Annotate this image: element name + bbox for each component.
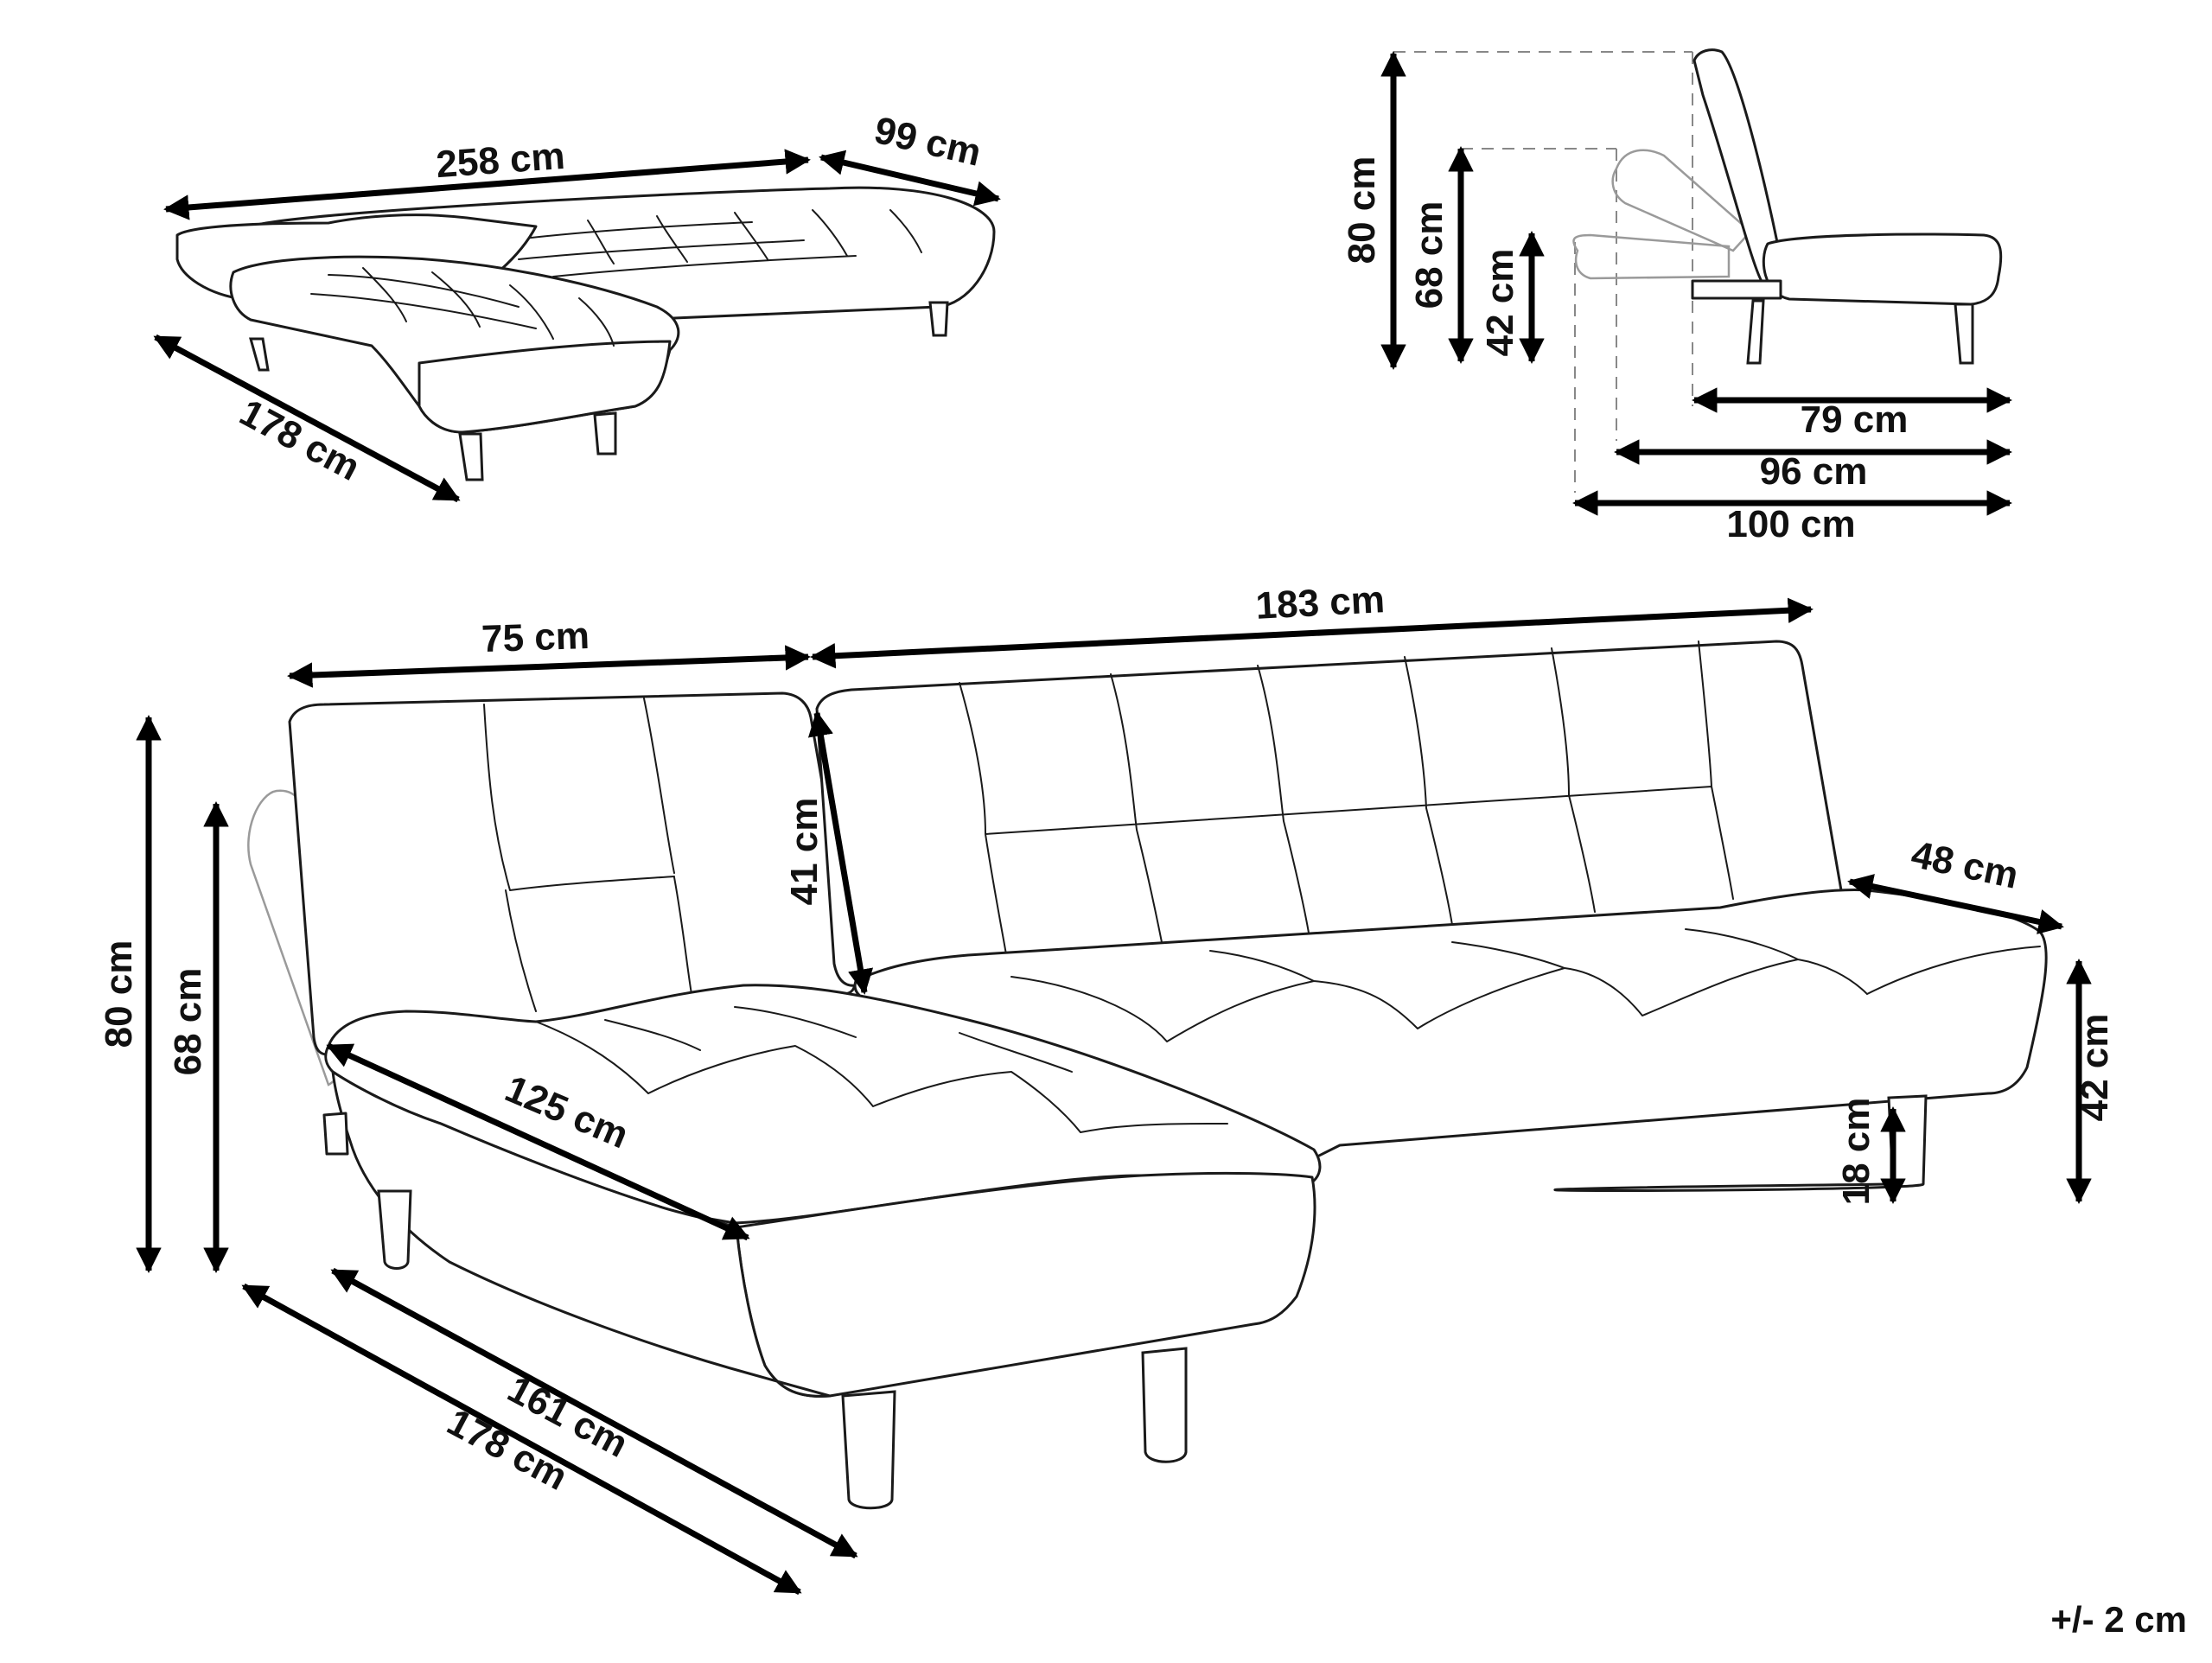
tolerance-note: +/- 2 cm bbox=[2050, 1599, 2187, 1640]
label-side-depth-upright: 79 cm bbox=[1801, 398, 1909, 441]
main-leg bbox=[377, 1189, 412, 1270]
main-sofa-back-tufts bbox=[959, 640, 1734, 960]
label-seat-depth: 48 cm bbox=[1908, 833, 2022, 897]
dim-arrow-chaise-seat-length bbox=[326, 1042, 750, 1241]
label-side-height-back: 80 cm bbox=[1341, 156, 1383, 264]
label-side-height-seat: 42 cm bbox=[1479, 249, 1521, 357]
top-leg bbox=[593, 411, 617, 456]
main-leg bbox=[1141, 1347, 1188, 1463]
label-side-depth-reclined: 96 cm bbox=[1760, 450, 1868, 493]
main-chaise-back-tufts bbox=[483, 698, 692, 1012]
label-reclined-height: 68 cm bbox=[167, 968, 209, 1076]
dim-arrow-seat-depth bbox=[1847, 874, 2064, 934]
side-view-drawing bbox=[1393, 48, 2003, 493]
label-seat-height: 42 cm bbox=[2074, 1014, 2116, 1122]
top-chaise-tufts bbox=[310, 267, 615, 347]
top-leg bbox=[458, 432, 484, 481]
side-leg bbox=[1954, 303, 1974, 365]
label-chaise-width: 99 cm bbox=[870, 109, 985, 175]
label-side-depth-flat: 100 cm bbox=[1726, 503, 1855, 545]
dim-arrow-total-width bbox=[163, 149, 811, 220]
label-chaise-length-top: 178 cm bbox=[233, 392, 367, 489]
top-sofa-tufts bbox=[483, 209, 922, 277]
side-frame bbox=[1691, 279, 1782, 300]
top-leg bbox=[928, 301, 949, 337]
label-backrest-height: 41 cm bbox=[783, 798, 826, 906]
dim-arrow-sofa-width bbox=[810, 597, 1814, 669]
main-leg bbox=[841, 1390, 896, 1510]
side-flat-ghost bbox=[1572, 233, 1731, 280]
label-total-width: 258 cm bbox=[435, 135, 566, 186]
label-total-height: 80 cm bbox=[98, 940, 140, 1048]
dim-arrow-chaise-length-outer bbox=[241, 1283, 802, 1596]
side-leg bbox=[1746, 299, 1765, 365]
label-sofa-width: 183 cm bbox=[1254, 578, 1386, 628]
main-frame bbox=[322, 1112, 349, 1156]
dim-arrow-chaise-length-top bbox=[153, 334, 461, 503]
side-seat bbox=[1762, 233, 2003, 306]
label-leg-height: 18 cm bbox=[1835, 1098, 1877, 1206]
dim-arrow-chaise-back-width bbox=[287, 645, 811, 688]
main-sofa-seat-tufts bbox=[1010, 928, 2041, 1042]
dim-arrow-chaise-width bbox=[819, 150, 1001, 207]
top-leg bbox=[249, 337, 270, 372]
label-side-height-reclined: 68 cm bbox=[1408, 201, 1450, 309]
dimension-arrows bbox=[136, 51, 2092, 1596]
label-chaise-back-width: 75 cm bbox=[481, 615, 590, 660]
dim-arrow-backrest-height bbox=[807, 710, 874, 995]
